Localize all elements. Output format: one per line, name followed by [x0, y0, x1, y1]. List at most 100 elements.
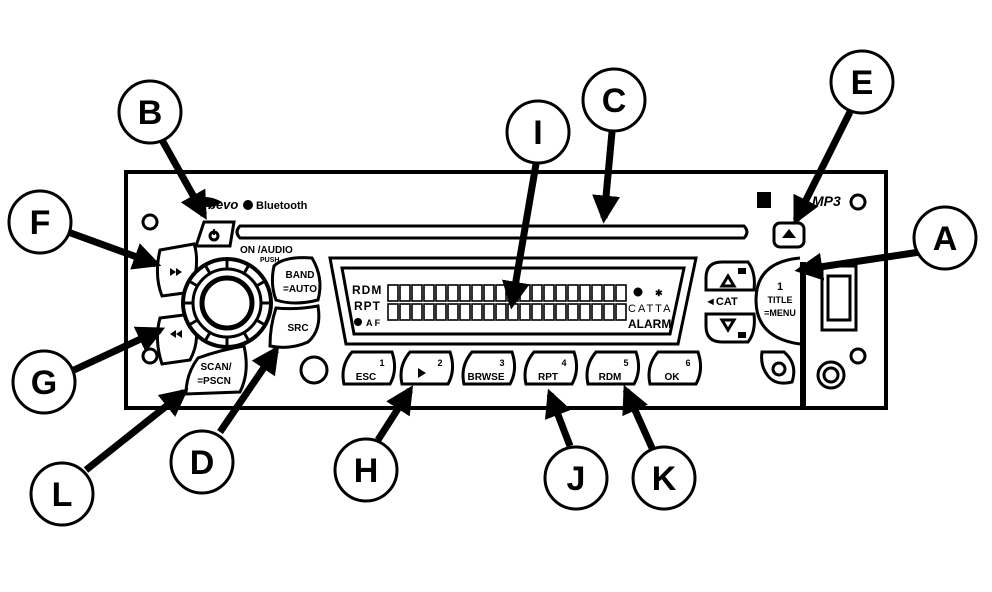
bluetooth-indicator-icon: ✱: [655, 288, 663, 298]
band-label: BAND: [286, 270, 315, 281]
matrix-cell: [387, 303, 399, 321]
callout-circle-d: [169, 429, 235, 495]
category-down-button[interactable]: [704, 312, 756, 344]
preset-label: RDM: [599, 372, 622, 383]
panel-release-bar[interactable]: [800, 262, 806, 408]
callout-label-e: E: [851, 64, 874, 102]
title-label: TITLE: [768, 295, 793, 305]
matrix-cell: [591, 303, 603, 321]
callout-arrow-a: [794, 248, 921, 281]
callout-label-b: B: [138, 94, 163, 132]
callout-circle-c: [581, 67, 647, 133]
knob-ridge: [242, 264, 251, 275]
power-button[interactable]: [193, 220, 236, 248]
preset-number: 5: [623, 358, 628, 368]
callout-circle-f: [7, 189, 73, 255]
scan-pscn-button[interactable]: SCAN/ =PSCN: [184, 344, 248, 396]
matrix-cell: [531, 284, 543, 302]
matrix-cell: [567, 284, 579, 302]
matrix-cell: [483, 303, 495, 321]
callout-label-a: A: [933, 220, 958, 258]
callout-label-l: L: [52, 476, 73, 514]
knob-ridge: [255, 318, 266, 327]
preset-label: RPT: [538, 372, 558, 383]
matrix-cell: [579, 303, 591, 321]
matrix-cell: [459, 284, 471, 302]
matrix-cell: [423, 284, 435, 302]
matrix-cell: [435, 284, 447, 302]
matrix-cell: [435, 303, 447, 321]
callout-arrow-b: [158, 138, 208, 220]
screw-hole-bottom-right: [849, 347, 867, 365]
matrix-cell: [471, 303, 483, 321]
usb-port-inner: [826, 274, 852, 322]
push-label: PUSH: [260, 257, 279, 264]
callout-arrow-l: [83, 388, 189, 473]
rpt-indicator: RPT: [354, 299, 381, 313]
cd-slot[interactable]: [235, 224, 749, 240]
callout-arrow-g: [72, 326, 166, 374]
preset-label: BRWSE: [467, 372, 504, 383]
preset-button-2[interactable]: 2: [399, 350, 455, 386]
up-arrow-icon: [719, 273, 737, 288]
title-menu-button[interactable]: 1 TITLE =MENU: [754, 256, 801, 346]
matrix-cell: [603, 284, 615, 302]
catta-indicator: CATTA: [628, 303, 672, 315]
category-up-button[interactable]: [704, 260, 756, 292]
bluetooth-icon: [243, 200, 253, 210]
matrix-cell: [555, 303, 567, 321]
preset-number: 2: [437, 358, 442, 368]
matrix-cell: [603, 303, 615, 321]
matrix-cell: [615, 303, 627, 321]
preset-number: 1: [379, 358, 384, 368]
matrix-cell: [567, 303, 579, 321]
bluetooth-logo-text: Bluetooth: [256, 200, 308, 212]
eject-button[interactable]: [772, 221, 806, 249]
auto-label: =AUTO: [283, 284, 317, 295]
callout-arrow-i: [501, 163, 540, 310]
src-label: SRC: [287, 323, 308, 334]
rdm-indicator: RDM: [352, 283, 382, 297]
matrix-cell: [411, 303, 423, 321]
volume-knob[interactable]: [181, 257, 273, 349]
preset-label: OK: [665, 372, 681, 383]
folder-icon: [738, 268, 746, 274]
callout-circle-b: [117, 79, 183, 145]
callout-circle-h: [333, 437, 399, 503]
preset-button-6[interactable]: 6OK: [647, 350, 703, 386]
callout-label-f: F: [30, 204, 51, 242]
preset-number: 6: [685, 358, 690, 368]
matrix-cell: [579, 284, 591, 302]
knob-ridges: [183, 259, 271, 347]
callout-label-h: H: [354, 452, 379, 490]
preset-number: 4: [561, 358, 566, 368]
play-pause-icon: [418, 368, 426, 378]
matrix-cell: [459, 303, 471, 321]
screw-hole-top-right: [849, 193, 867, 211]
aux-jack[interactable]: [816, 360, 846, 390]
matrix-cell: [411, 284, 423, 302]
matrix-cell: [543, 284, 555, 302]
af-indicator: A F: [366, 318, 381, 328]
matrix-cell: [543, 303, 555, 321]
seek-forward-icon: [170, 268, 182, 276]
matrix-cell: [471, 284, 483, 302]
scan-label: SCAN/: [200, 362, 231, 373]
callout-circle-i: [505, 99, 571, 165]
favorite-button[interactable]: [760, 350, 796, 385]
source-button[interactable]: SRC: [268, 304, 321, 349]
matrix-cell: [447, 284, 459, 302]
callout-circle-j: [543, 445, 609, 511]
mp3-logo-text: MP3: [812, 193, 841, 209]
callout-label-c: C: [602, 82, 627, 120]
band-auto-button[interactable]: BAND =AUTO: [270, 256, 322, 305]
knob-ridge: [203, 331, 212, 342]
remote-sensor: [299, 355, 329, 385]
matrix-cell: [399, 284, 411, 302]
